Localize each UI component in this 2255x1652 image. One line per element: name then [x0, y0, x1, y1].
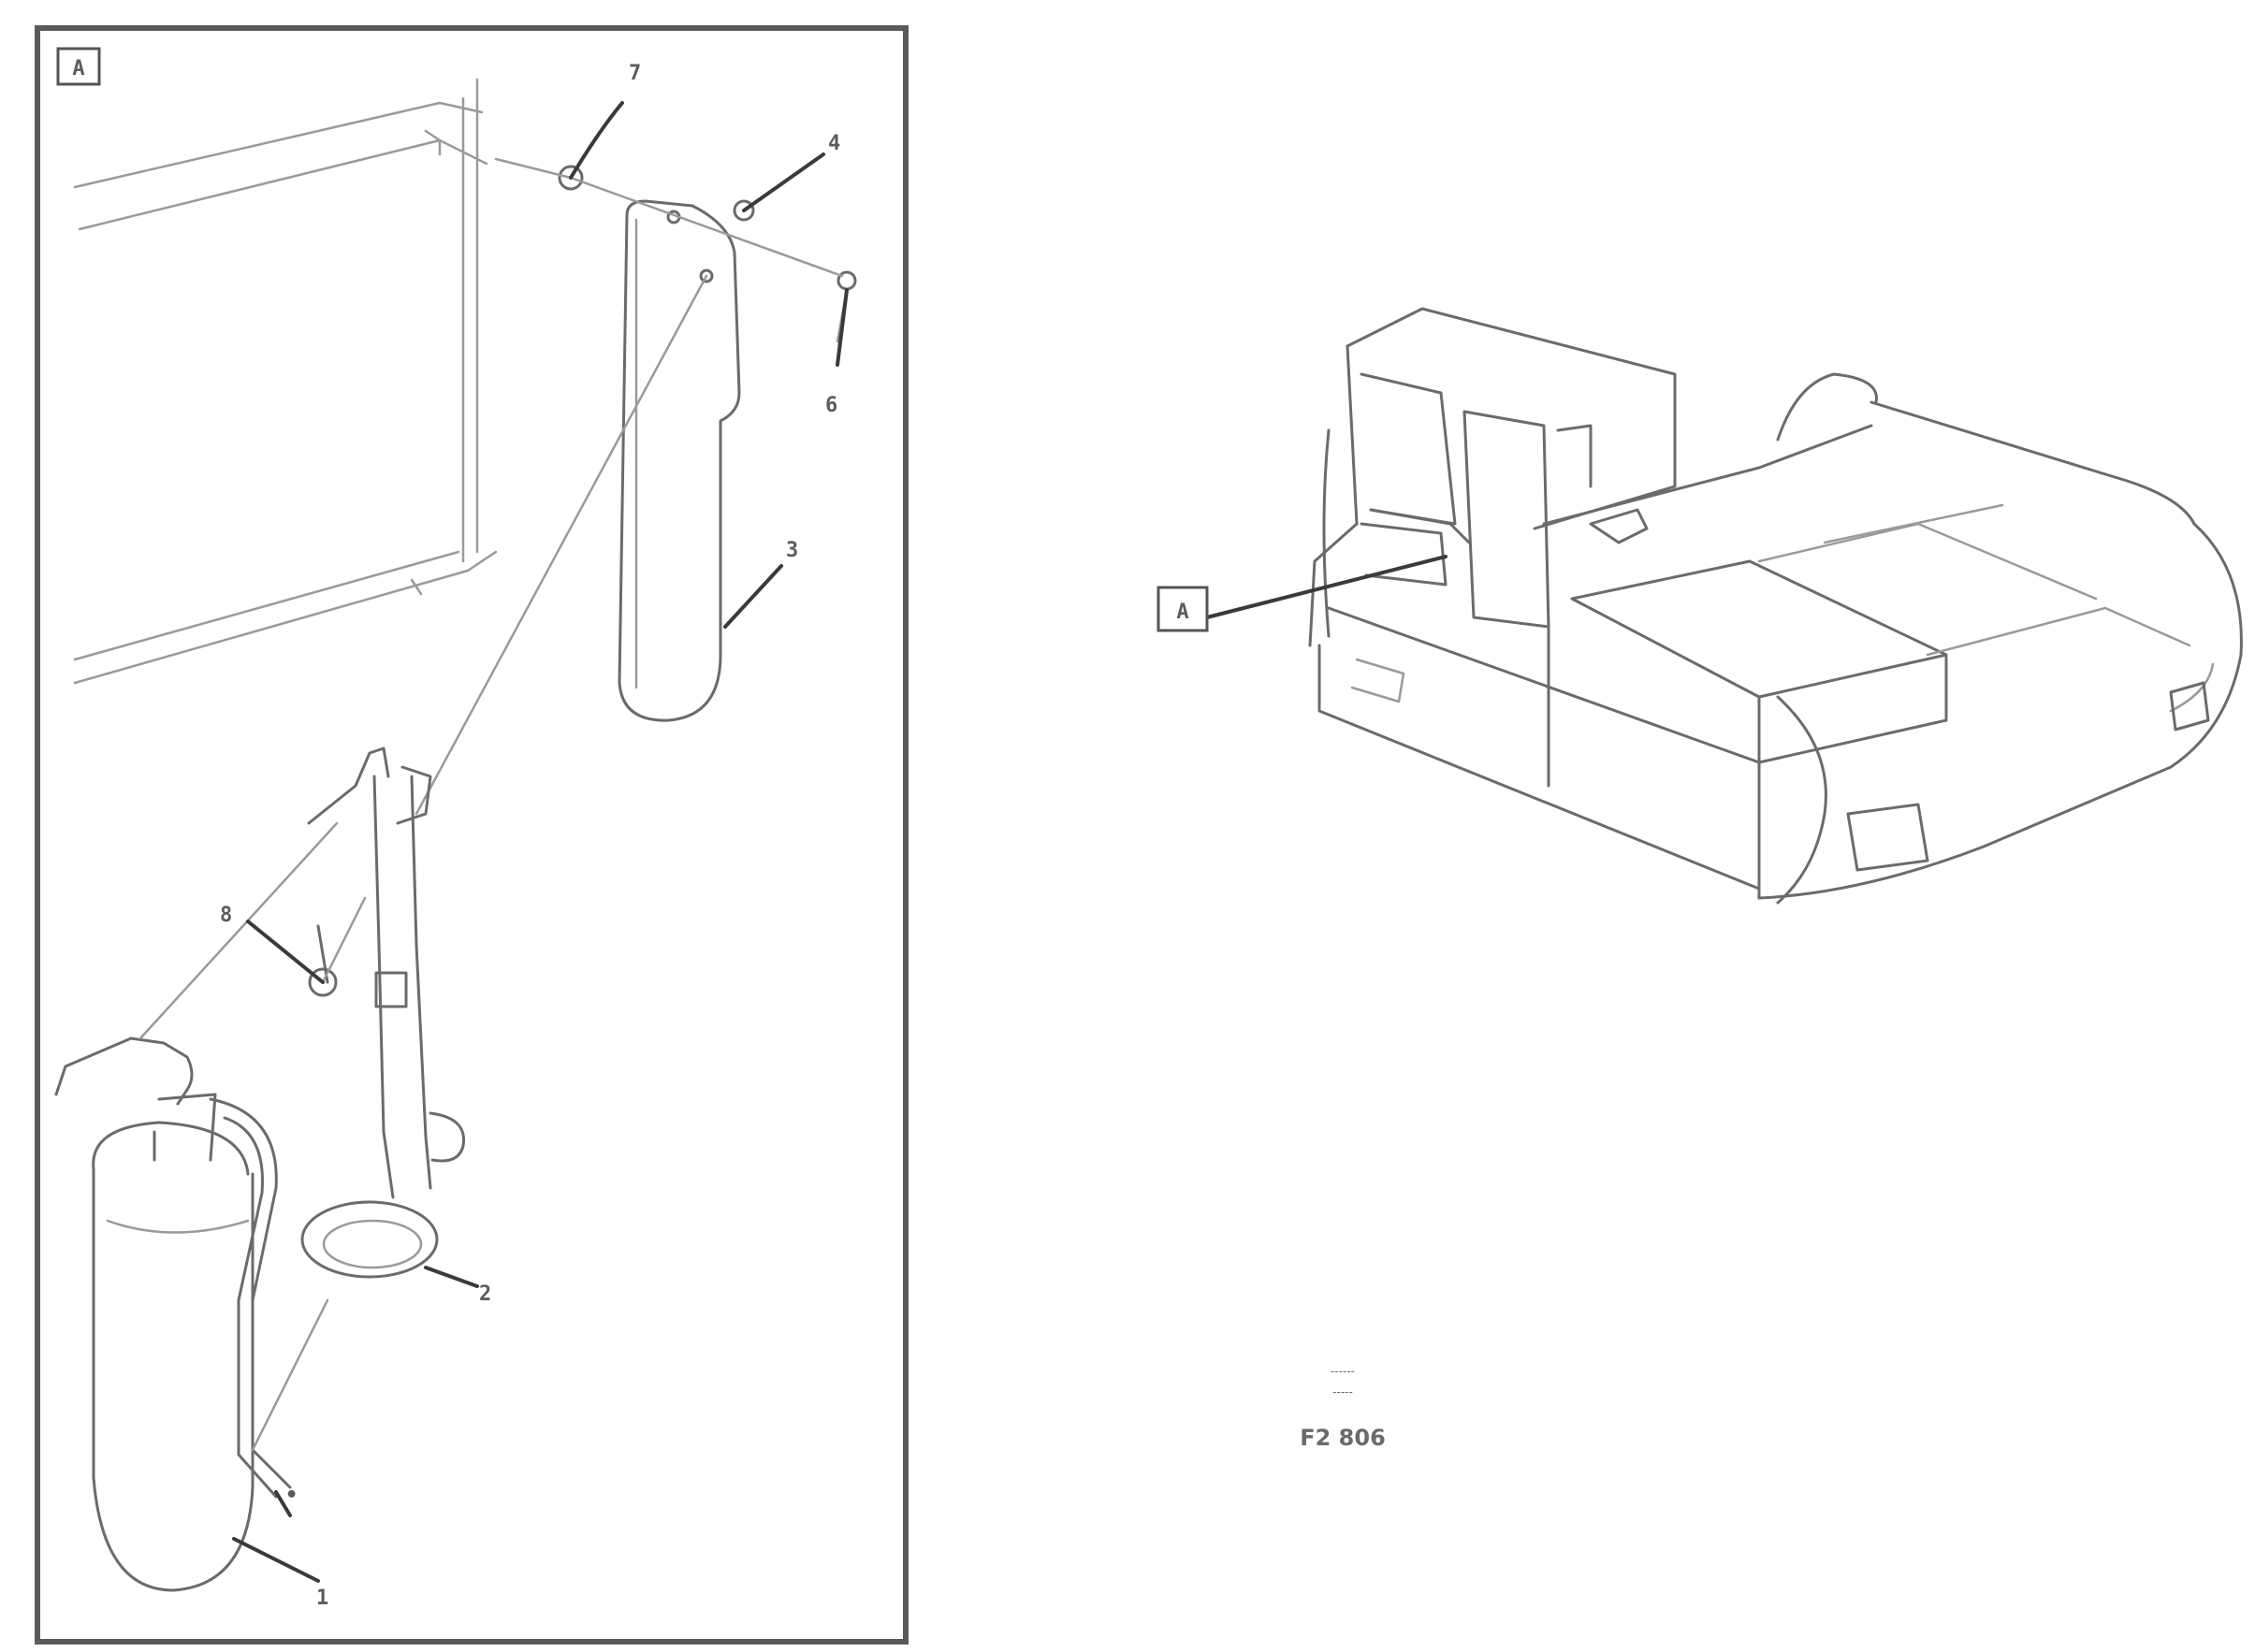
callout-3: 3 [786, 539, 798, 562]
figure-footnote: ------ ----- F2 806 [1300, 1365, 1386, 1451]
view-label-box [56, 47, 101, 86]
callout-2: 2 [479, 1282, 491, 1306]
view-a-marker: A [1176, 601, 1188, 624]
callout-6: 6 [825, 394, 837, 417]
cab-panel [73, 78, 498, 685]
screw-part-8 [308, 896, 367, 997]
detail-frame [35, 25, 909, 1645]
callout-1: 1 [316, 1587, 328, 1610]
detail-view-a: A [35, 25, 909, 1645]
footnote-line-1: ------ [1331, 1365, 1355, 1378]
mounting-plate [618, 199, 741, 722]
callouts: 7 4 6 3 8 2 • 1 5 [220, 62, 849, 1610]
machine-overview: A [1157, 307, 2243, 905]
view-label: A [72, 57, 84, 80]
fasteners-top [494, 157, 857, 343]
callout-9-dot: • [285, 1484, 298, 1507]
callout-8: 8 [220, 904, 232, 927]
assembly-line [415, 274, 708, 816]
figure-code: F2 806 [1300, 1425, 1386, 1451]
callout-4: 4 [828, 132, 840, 155]
extinguisher-bracket [307, 746, 466, 1199]
view-a-marker-box [1157, 586, 1209, 632]
clamp-ring [300, 1200, 439, 1279]
footnote-line-2: ----- [1332, 1385, 1353, 1398]
callout-7: 7 [629, 62, 641, 85]
view-a-pointer [1205, 555, 1448, 619]
fire-extinguisher [54, 821, 339, 1592]
